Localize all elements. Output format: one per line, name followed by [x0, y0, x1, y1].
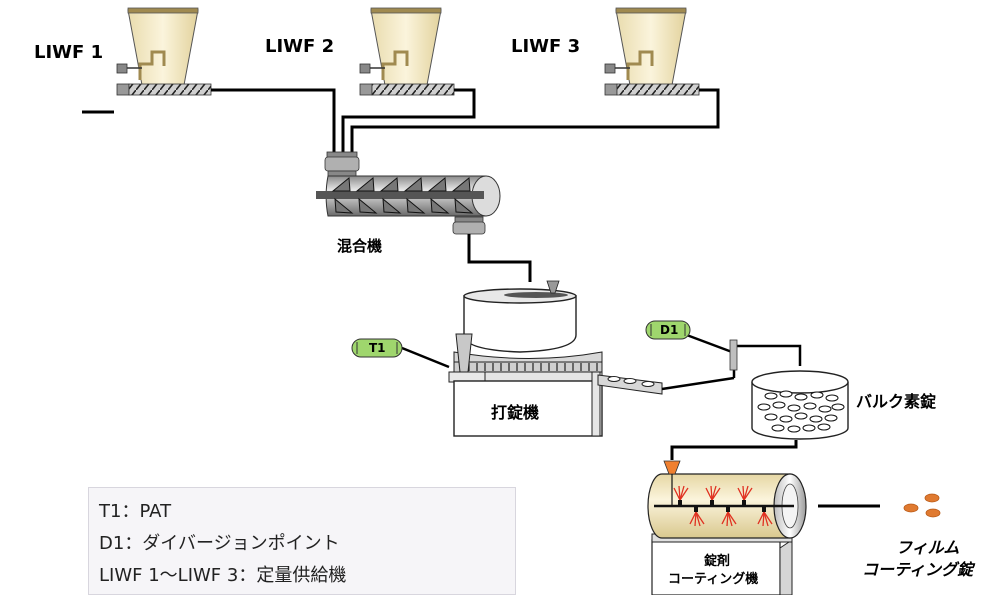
product-label-line1: フィルム [896, 538, 959, 557]
legend-box: T1：PAT D1：ダイバージョンポイント LIWF 1〜LIWF 3：定量供給… [88, 487, 516, 595]
diversion-valve [730, 340, 737, 370]
feeder-liwf-2 [360, 8, 454, 95]
mixer-label: 混合機 [337, 237, 382, 255]
feed-lines [211, 90, 718, 153]
liwf-3-label: LIWF 3 [511, 36, 580, 57]
mixer-outlet-line [469, 234, 530, 282]
feeder-liwf-3 [605, 8, 699, 95]
mixer [316, 152, 500, 234]
d1-tag-label: D1 [660, 323, 678, 337]
bulk-to-coater-line [672, 440, 796, 460]
liwf-1-label: LIWF 1 [34, 42, 103, 63]
legend-row-liwf: LIWF 1〜LIWF 3：定量供給機 [99, 560, 515, 592]
t1-tag-label: T1 [369, 341, 386, 355]
legend-row-d1: D1：ダイバージョンポイント [99, 528, 515, 560]
tablet-press [449, 281, 662, 436]
coater-label-line1: 錠剤 [704, 553, 730, 569]
coated-tablets [904, 494, 940, 517]
bulk-label: バルク素錠 [856, 392, 936, 411]
feeder-liwf-1 [117, 8, 211, 95]
bulk-container [752, 371, 848, 439]
liwf-2-label: LIWF 2 [265, 36, 334, 57]
product-label-line2: コーティング錠 [862, 560, 976, 579]
t1-tag [352, 339, 449, 367]
coater-label-line2: コーティング機 [668, 571, 758, 587]
tablet-press-label: 打錠機 [491, 403, 539, 422]
legend-row-t1: T1：PAT [99, 496, 515, 528]
